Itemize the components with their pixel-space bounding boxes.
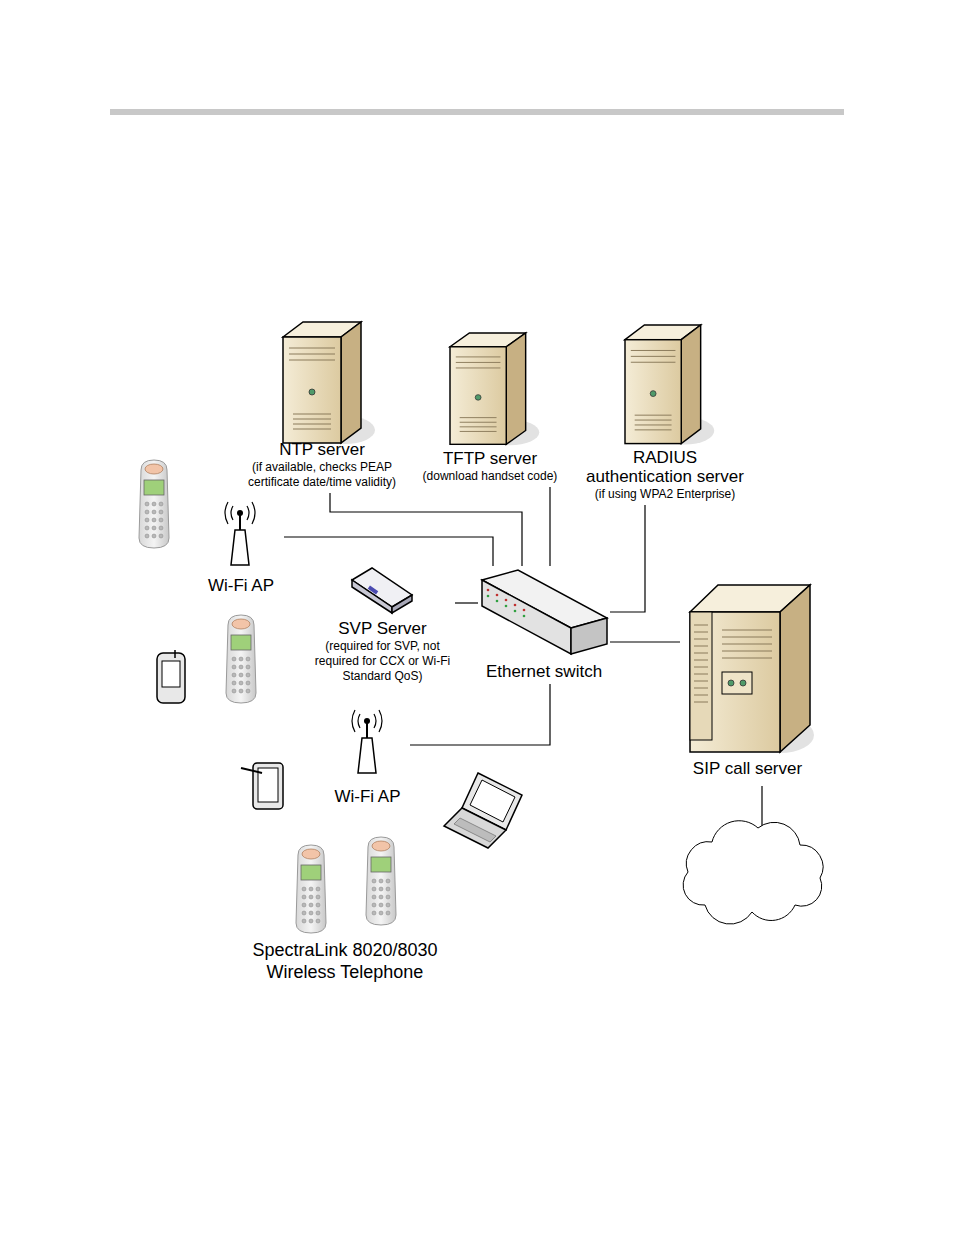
sip-call-server: SIP call server — [680, 583, 815, 781]
network-link — [284, 537, 493, 566]
ethernet-switch: Ethernet switch — [478, 566, 610, 684]
node-note: (if using WPA2 Enterprise) — [580, 487, 750, 502]
laptop-icon — [444, 773, 522, 848]
access-point: Wi-Fi AP — [325, 708, 410, 809]
pda-icon — [157, 650, 185, 703]
access-point-icon — [352, 710, 382, 773]
wireless-telephone — [366, 837, 396, 925]
node-title: Wi-Fi AP — [198, 576, 284, 595]
network-link — [610, 505, 645, 612]
network-link — [550, 487, 551, 566]
network-link — [610, 642, 680, 643]
ntp-server-icon — [283, 322, 375, 444]
access-point: Wi-Fi AP — [198, 500, 284, 598]
svp-server-icon — [352, 568, 412, 613]
node-title: SVP Server — [310, 619, 455, 638]
radius-server: RADIUS authentication server(if using WP… — [580, 321, 750, 505]
tftp-server: TFTP server(download handset code) — [415, 330, 565, 487]
node-title: SIP call server — [680, 759, 815, 778]
ethernet-switch-icon — [482, 570, 607, 654]
node-note: (download handset code) — [415, 469, 565, 484]
radius-server-icon — [625, 325, 714, 445]
node-title: Ethernet switch — [478, 662, 610, 681]
node-title: RADIUS authentication server — [580, 448, 750, 486]
tftp-server-icon — [450, 333, 539, 445]
node-note: (if available, checks PEAP certificate d… — [232, 460, 412, 490]
wireless-telephone — [226, 615, 256, 703]
tablet-icon — [241, 763, 283, 809]
network-link — [410, 684, 550, 745]
network-cloud — [683, 821, 823, 924]
node-title: TFTP server — [415, 449, 565, 468]
access-point-icon — [225, 502, 255, 565]
network-link — [455, 603, 478, 604]
ntp-server: NTP server(if available, checks PEAP cer… — [232, 318, 412, 493]
node-title: Wi-Fi AP — [325, 787, 410, 806]
wireless-telephone — [296, 845, 326, 933]
wireless-telephone — [139, 460, 169, 548]
device-caption: SpectraLink 8020/8030 Wireless Telephone — [225, 939, 465, 983]
node-note: (required for SVP, not required for CCX … — [310, 639, 455, 684]
node-title: NTP server — [232, 440, 412, 459]
header-rule — [110, 109, 844, 115]
cloud-link — [761, 786, 762, 828]
sip-server-icon — [690, 585, 814, 753]
svp-server: SVP Server(required for SVP, not require… — [310, 565, 455, 687]
